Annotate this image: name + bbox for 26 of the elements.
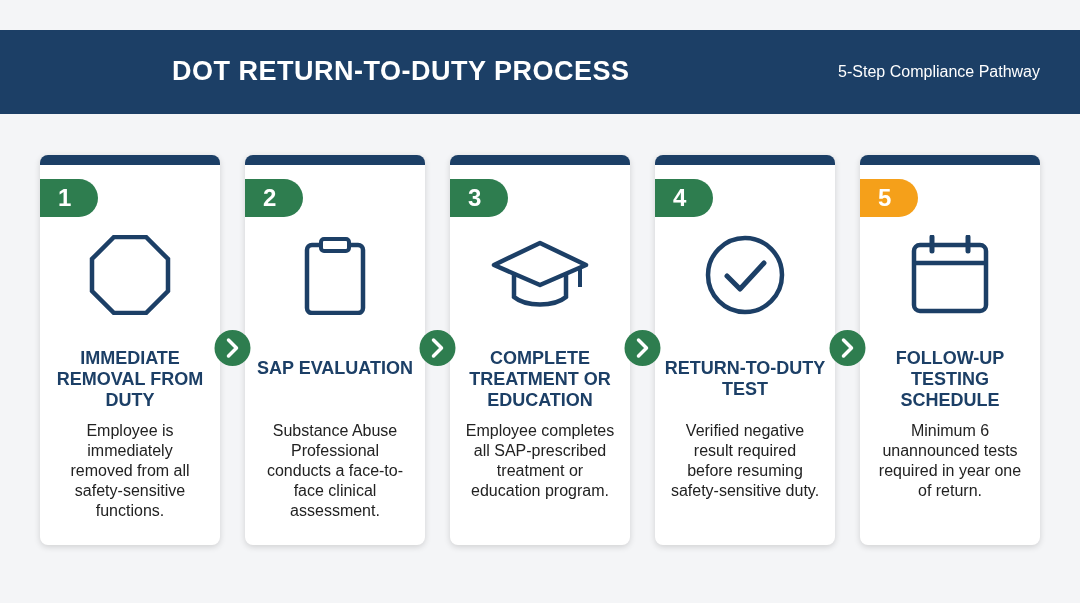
step-card	[245, 155, 425, 545]
step-heading: RETURN-TO-DUTY TEST	[663, 358, 827, 400]
step-number-badge: 2	[245, 179, 303, 217]
step-number-badge: 4	[655, 179, 713, 217]
step-heading: SAP EVALUATION	[256, 358, 414, 379]
step-number-badge: 1	[40, 179, 98, 217]
step-number-badge: 3	[450, 179, 508, 217]
subtitle: 5-Step Compliance Pathway	[838, 63, 1040, 81]
step-description: Minimum 6 unannounced tests required in year one of return.	[877, 421, 1023, 501]
step-heading: IMMEDIATE REMOVAL FROM DUTY	[55, 348, 205, 411]
step-card	[450, 155, 630, 545]
step-heading: COMPLETE TREATMENT OR EDUCATION	[468, 348, 612, 411]
step-card	[655, 155, 835, 545]
chevron-arrow	[419, 330, 456, 366]
step-description: Substance Abuse Professional conducts a face-to-face clinical assessment.	[265, 421, 405, 521]
title: DOT RETURN-TO-DUTY PROCESS	[172, 56, 630, 87]
chevron-arrow	[624, 330, 661, 366]
chevron-arrow	[829, 330, 866, 366]
step-card	[860, 155, 1040, 545]
step-description: Employee is immediately removed from all safety-sensitive functions.	[69, 421, 191, 521]
chevron-arrow	[214, 330, 251, 366]
step-description: Verified negative result required before resuming safety-sensitive duty.	[669, 421, 821, 501]
step-heading: FOLLOW-UP TESTING SCHEDULE	[894, 348, 1006, 411]
step-description: Employee completes all SAP-prescribed treatment or education program.	[464, 421, 616, 501]
step-card	[40, 155, 220, 545]
step-number-badge: 5	[860, 179, 918, 217]
